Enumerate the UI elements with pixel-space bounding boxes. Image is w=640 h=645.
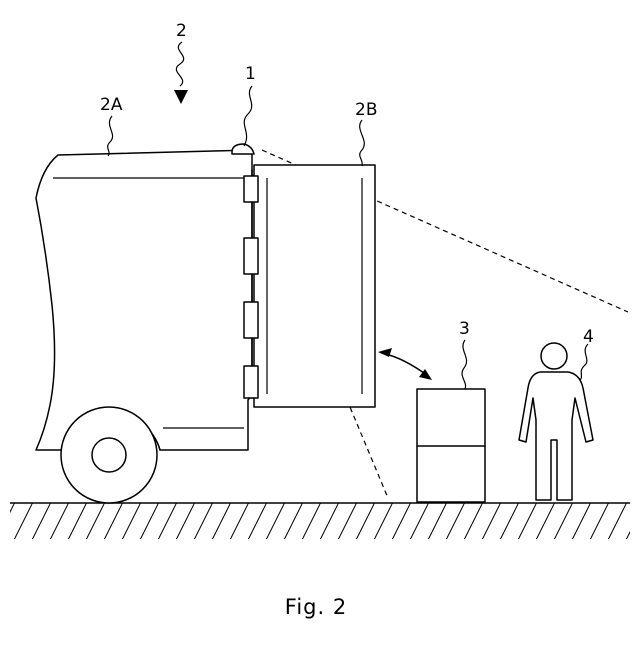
- label-vehicle: 2: [176, 21, 187, 41]
- hinge-4: [244, 366, 258, 398]
- rear-door-panel: [254, 165, 375, 407]
- hinge-2: [244, 238, 258, 274]
- wheel-tire: [61, 407, 157, 503]
- leader-person: [580, 344, 588, 380]
- leader-cab: [108, 116, 113, 156]
- camera-icon: [232, 144, 254, 154]
- leader-obstacle: [462, 340, 467, 389]
- ground-hatching: [10, 503, 630, 539]
- label-person: 4: [583, 327, 594, 347]
- label-cab: 2A: [100, 95, 123, 115]
- figure-caption: Fig. 2: [285, 595, 347, 619]
- person-head: [541, 343, 567, 369]
- person-figure: [519, 343, 593, 500]
- ground: [10, 503, 630, 539]
- obstacle-box: [417, 389, 485, 502]
- label-door: 2B: [355, 100, 377, 120]
- rear-door: [254, 165, 375, 407]
- vehicle-arrowhead: [174, 90, 188, 104]
- vehicle-body: [36, 150, 252, 503]
- label-obstacle: 3: [459, 319, 470, 339]
- vehicle-body-outline: [36, 150, 252, 450]
- hinge-1: [244, 176, 258, 202]
- leader-camera: [244, 86, 252, 146]
- leader-door: [360, 120, 365, 166]
- leader-vehicle: [176, 42, 183, 86]
- hinge-3: [244, 302, 258, 338]
- label-camera: 1: [245, 64, 256, 84]
- door-swing-arrow: [378, 348, 432, 380]
- person-body: [519, 372, 593, 500]
